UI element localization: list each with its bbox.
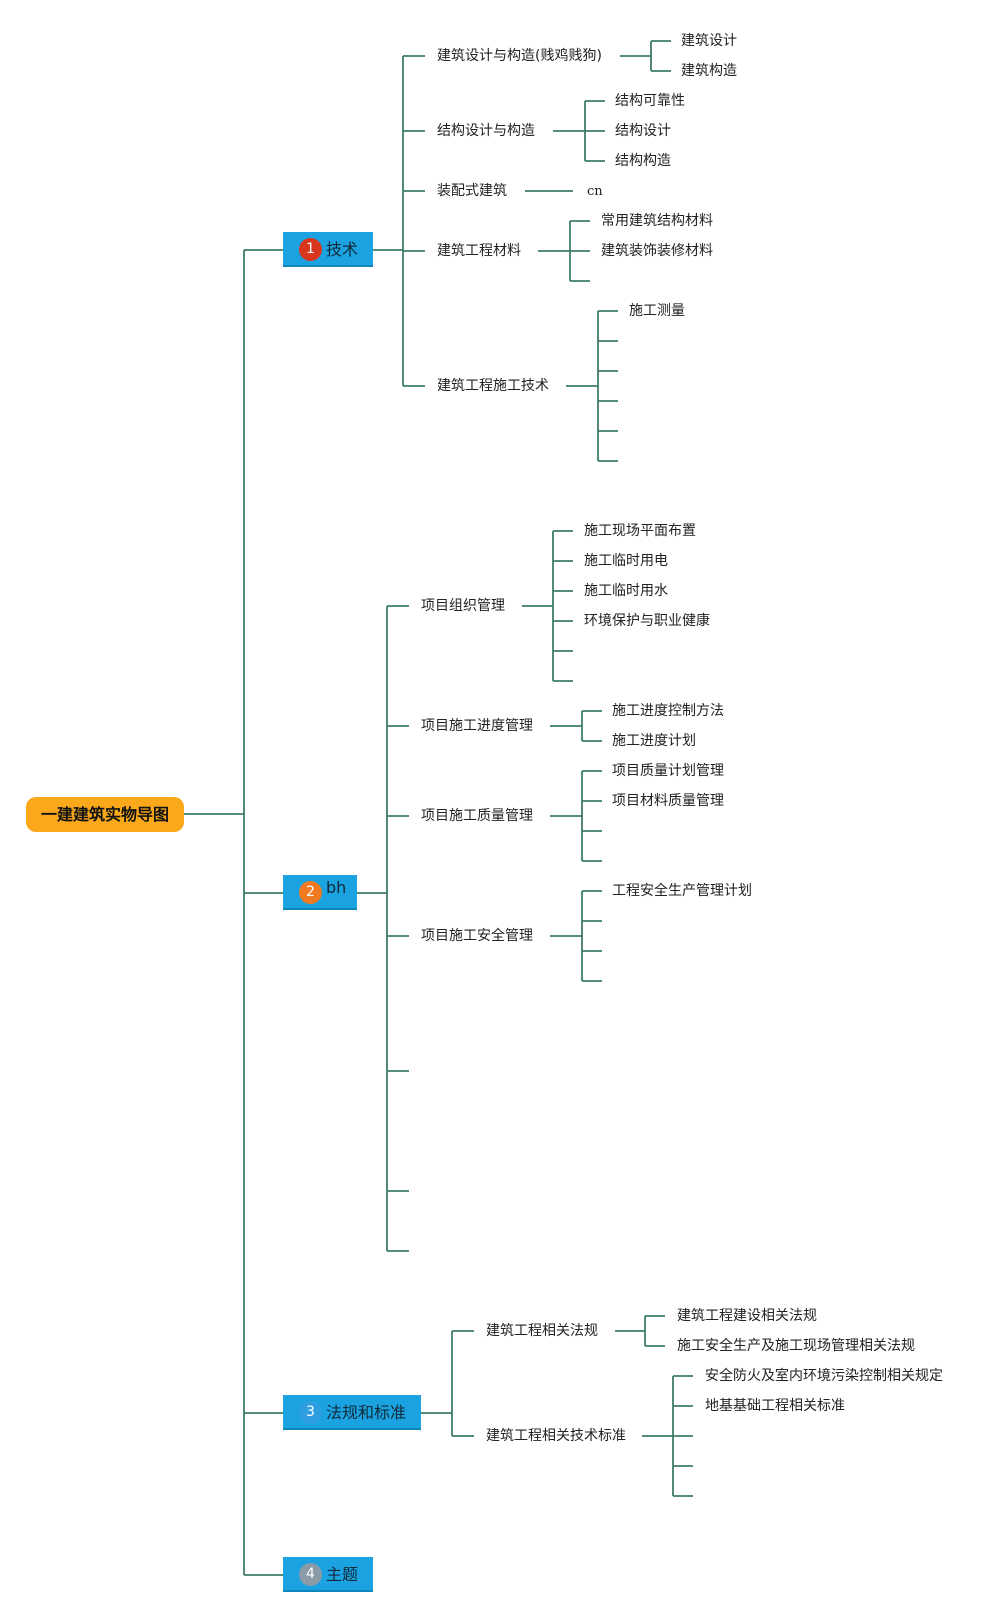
topic-node[interactable]: 建筑设计与构造(贱鸡贱狗): [437, 48, 602, 64]
branch-title: bh: [326, 878, 347, 897]
subtopic-node[interactable]: 常用建筑结构材料: [601, 213, 713, 229]
subtopic-node[interactable]: 施工测量: [629, 303, 685, 319]
number-badge-icon: 4: [299, 1563, 322, 1586]
subtopic-node[interactable]: cn: [587, 184, 603, 199]
subtopic-node[interactable]: 施工现场平面布置: [584, 523, 696, 539]
subtopic-node[interactable]: 结构设计: [615, 123, 671, 139]
subtopic-node[interactable]: 项目质量计划管理: [612, 763, 724, 779]
subtopic-node[interactable]: 建筑工程建设相关法规: [677, 1308, 817, 1324]
subtopic-node[interactable]: 施工安全生产及施工现场管理相关法规: [677, 1338, 915, 1354]
subtopic-node[interactable]: 工程安全生产管理计划: [612, 883, 752, 899]
subtopic-node[interactable]: 施工进度控制方法: [612, 703, 724, 719]
topic-node[interactable]: 建筑工程施工技术: [437, 378, 549, 394]
topic-node[interactable]: 项目组织管理: [421, 598, 505, 614]
topic-node[interactable]: 结构设计与构造: [437, 123, 535, 139]
branch-node-bh[interactable]: 2 bh: [283, 875, 357, 910]
root-node[interactable]: 一建建筑实物导图: [26, 797, 184, 832]
topic-node[interactable]: 项目施工安全管理: [421, 928, 533, 944]
subtopic-node[interactable]: 施工临时用水: [584, 583, 668, 599]
subtopic-node[interactable]: 施工进度计划: [612, 733, 696, 749]
subtopic-node[interactable]: 建筑构造: [681, 63, 737, 79]
topic-node[interactable]: 装配式建筑: [437, 183, 507, 199]
topic-node[interactable]: 项目施工质量管理: [421, 808, 533, 824]
subtopic-node[interactable]: 环境保护与职业健康: [584, 613, 710, 629]
branch-node-tech[interactable]: 1 技术: [283, 232, 373, 267]
branch-title: 技术: [326, 240, 359, 259]
branch-node-topic[interactable]: 4 主题: [283, 1557, 373, 1592]
subtopic-node[interactable]: 施工临时用电: [584, 553, 668, 569]
number-badge-icon: 1: [299, 238, 322, 261]
number-badge-icon: 3: [299, 1401, 322, 1424]
branch-node-regulations[interactable]: 3 法规和标准: [283, 1395, 421, 1430]
subtopic-node[interactable]: 结构构造: [615, 153, 671, 169]
subtopic-node[interactable]: 建筑装饰装修材料: [601, 243, 713, 259]
subtopic-node[interactable]: 建筑设计: [681, 33, 737, 49]
branch-title: 法规和标准: [326, 1403, 407, 1422]
topic-node[interactable]: 建筑工程相关法规: [486, 1323, 598, 1339]
topic-node[interactable]: 项目施工进度管理: [421, 718, 533, 734]
topic-node[interactable]: 建筑工程相关技术标准: [486, 1428, 626, 1444]
branch-title: 主题: [326, 1565, 359, 1584]
subtopic-node[interactable]: 结构可靠性: [615, 93, 685, 109]
number-badge-icon: 2: [299, 881, 322, 904]
subtopic-node[interactable]: 安全防火及室内环境污染控制相关规定: [705, 1368, 943, 1384]
subtopic-node[interactable]: 项目材料质量管理: [612, 793, 724, 809]
subtopic-node[interactable]: 地基基础工程相关标准: [705, 1398, 845, 1414]
topic-node[interactable]: 建筑工程材料: [437, 243, 521, 259]
